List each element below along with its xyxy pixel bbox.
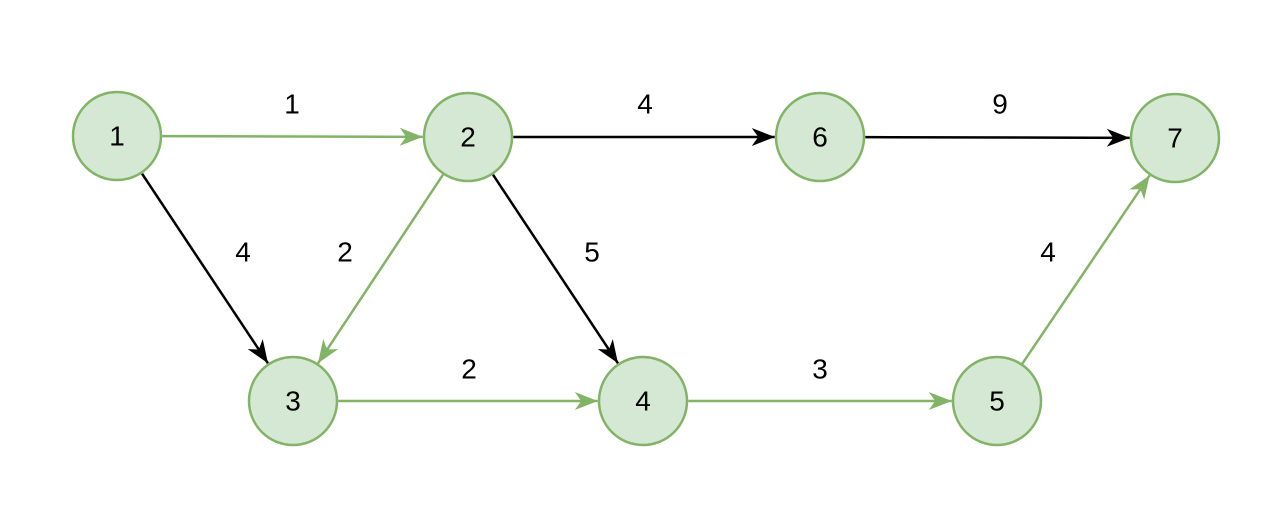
node-5[interactable]: 5 xyxy=(951,355,1043,447)
edge-weight-label-3-4: 2 xyxy=(461,354,477,385)
node-6[interactable]: 6 xyxy=(774,91,866,183)
edge-weight-label-2-4: 5 xyxy=(584,237,600,268)
node-label-1: 1 xyxy=(109,121,125,152)
edge-weight-label-4-5: 3 xyxy=(812,354,828,385)
node-label-7: 7 xyxy=(1167,123,1183,154)
node-label-2: 2 xyxy=(460,122,476,153)
edge-1-3[interactable]: 4 xyxy=(140,173,270,364)
edge-weight-label-2-6: 4 xyxy=(637,89,653,120)
edge-1-2[interactable]: 1 xyxy=(162,89,423,146)
node-label-6: 6 xyxy=(812,122,828,153)
node-label-3: 3 xyxy=(285,386,301,417)
node-4[interactable]: 4 xyxy=(597,355,689,447)
edge-weight-label-5-7: 4 xyxy=(1040,237,1056,268)
node-label-5: 5 xyxy=(989,386,1005,417)
node-label-4: 4 xyxy=(635,386,651,417)
edge-weight-label-6-7: 9 xyxy=(992,89,1008,120)
edge-weight-label-1-2: 1 xyxy=(284,89,300,120)
node-1[interactable]: 1 xyxy=(71,90,163,182)
edge-2-3[interactable]: 2 xyxy=(316,174,445,364)
node-7[interactable]: 7 xyxy=(1129,92,1221,184)
edge-6-7[interactable]: 9 xyxy=(865,89,1130,147)
node-3[interactable]: 3 xyxy=(247,355,339,447)
edge-4-5[interactable]: 3 xyxy=(688,354,952,410)
edge-2-4[interactable]: 5 xyxy=(491,174,620,364)
node-2[interactable]: 2 xyxy=(422,91,514,183)
edge-weight-label-2-3: 2 xyxy=(337,237,353,268)
edge-weight-label-1-3: 4 xyxy=(235,237,251,268)
edge-5-7[interactable]: 4 xyxy=(1021,174,1151,365)
edge-3-4[interactable]: 2 xyxy=(338,354,598,410)
edge-2-6[interactable]: 4 xyxy=(513,89,775,146)
